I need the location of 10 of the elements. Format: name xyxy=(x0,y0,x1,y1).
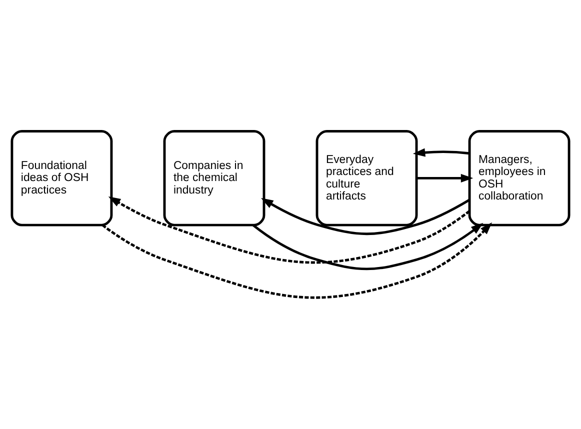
arrow xyxy=(416,174,474,182)
node-box: Managers, employees in OSH collaboration xyxy=(468,130,570,226)
node-box: Companies in the chemical industry xyxy=(163,130,266,226)
node-box: Foundational ideas of OSH practices xyxy=(10,130,113,226)
arrow xyxy=(252,222,484,270)
node-box: Everyday practices and culture artifacts xyxy=(316,130,418,226)
arrow xyxy=(412,148,470,157)
arrow xyxy=(102,222,492,299)
arrow xyxy=(108,196,470,264)
arrow xyxy=(261,198,470,236)
